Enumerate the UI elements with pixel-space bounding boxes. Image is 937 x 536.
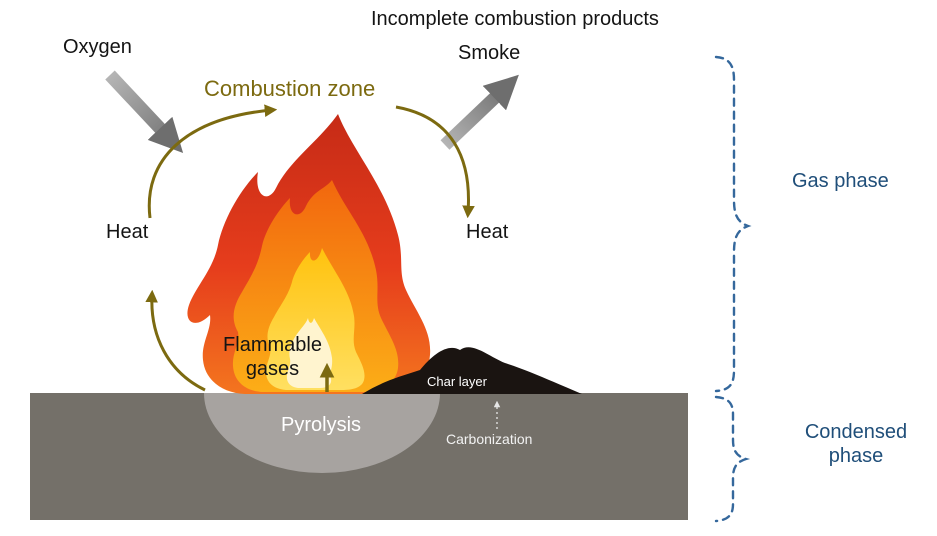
pyrolysis-zone <box>204 393 440 473</box>
condensed-phase-label: Condensed phase <box>804 421 908 467</box>
char-layer-mound <box>362 347 582 394</box>
flame-to-heat-arrow <box>145 289 206 392</box>
flame-illustration <box>187 114 431 394</box>
heat-right-label: Heat <box>466 221 509 243</box>
flammable-gases-label: Flammable gases <box>223 334 322 380</box>
oxygen-label: Oxygen <box>63 36 132 58</box>
smoke-label: Smoke <box>458 42 521 64</box>
combustion-zone-label: Combustion zone <box>204 76 376 101</box>
combustion-zone-to-heat-arrow <box>395 105 475 219</box>
gas-phase-label: Gas phase <box>792 170 889 192</box>
pyrolysis-label: Pyrolysis <box>281 414 362 436</box>
heat-to-combustion-zone-arrow <box>147 104 278 219</box>
gas-phase-brace <box>714 55 752 393</box>
heat-left-label: Heat <box>106 221 149 243</box>
smoke-arrow <box>440 74 519 150</box>
oxygen-arrow <box>105 70 184 153</box>
carbonization-label: Carbonization <box>446 431 533 447</box>
char-layer-label: Char layer <box>427 374 487 389</box>
incomplete-combustion-products-label: Incomplete combustion products <box>371 8 659 30</box>
condensed-phase-brace <box>714 395 751 523</box>
